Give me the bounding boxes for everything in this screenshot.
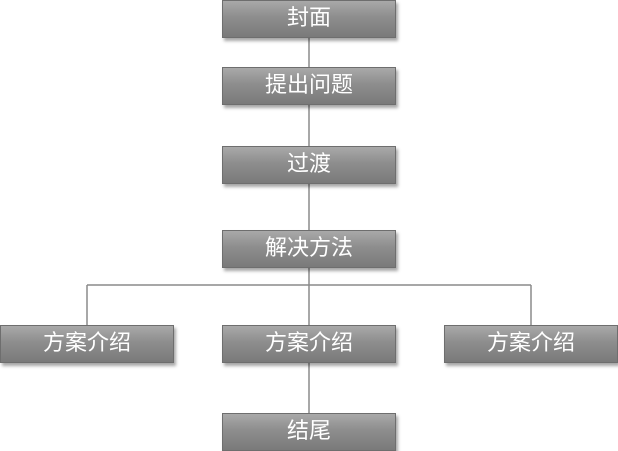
node-plan-right: 方案介绍: [444, 325, 618, 363]
node-solution: 解决方法: [222, 230, 396, 268]
node-problem: 提出问题: [222, 67, 396, 105]
node-plan-middle: 方案介绍: [222, 325, 396, 363]
node-cover: 封面: [222, 0, 396, 38]
node-plan-left: 方案介绍: [0, 325, 174, 363]
node-ending: 结尾: [222, 413, 396, 451]
node-transition: 过渡: [222, 146, 396, 184]
